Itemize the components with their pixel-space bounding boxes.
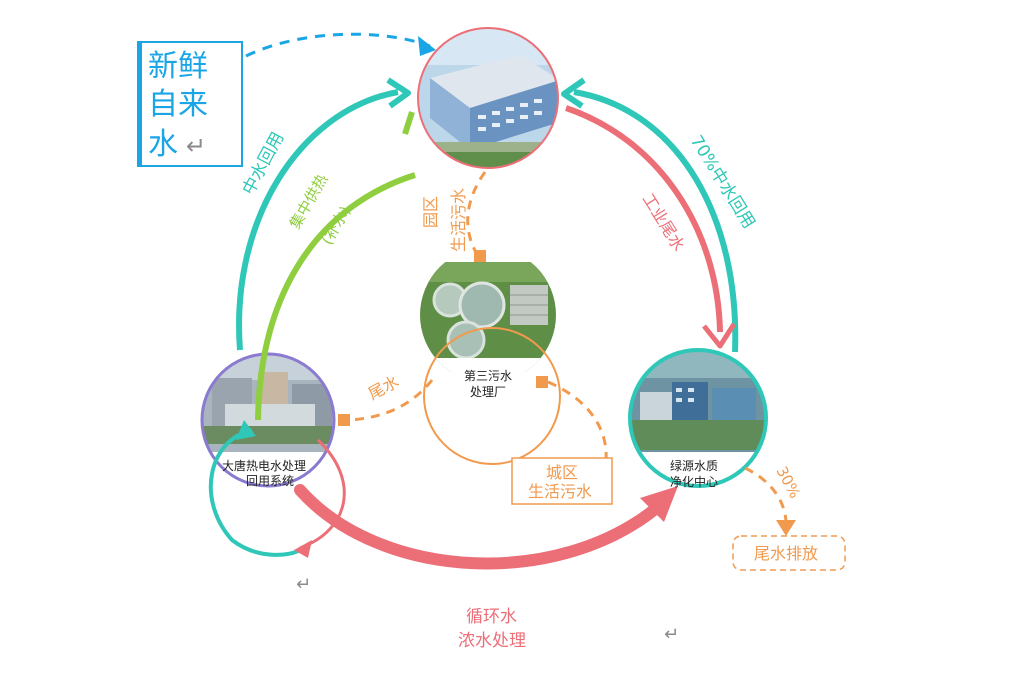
circulation-arrowhead bbox=[640, 486, 678, 522]
return-mark-fresh: ↵ bbox=[186, 132, 206, 160]
heating-supply-label1: 集中供热 bbox=[286, 171, 332, 232]
lvyuan-name-line2: 净化中心 bbox=[670, 474, 718, 489]
reclaimed-reuse-label: 中水回用 bbox=[239, 129, 289, 198]
discharge-label: 尾水排放 bbox=[754, 544, 818, 563]
datang-loop-arrowhead bbox=[236, 420, 256, 440]
fresh-water-line1: 新鲜 bbox=[148, 49, 208, 84]
heating-supply-arc bbox=[255, 172, 416, 421]
plant3-name-line2: 处理厂 bbox=[470, 385, 506, 399]
park-sewage-label2: 生活污水 bbox=[449, 188, 468, 252]
discharge-arrowhead bbox=[776, 520, 796, 536]
park-sewage-arrow bbox=[466, 171, 487, 257]
industrial-tail-arc bbox=[565, 105, 723, 333]
circulation-arc bbox=[294, 484, 666, 570]
purification-center-photo-frame bbox=[628, 348, 768, 488]
fresh-water-arrowhead bbox=[418, 36, 436, 56]
park-sewage-label1: 园区 bbox=[421, 196, 440, 228]
fresh-water-line3: 水 bbox=[148, 127, 178, 162]
plant3-name-line1: 第三污水 bbox=[464, 369, 512, 383]
circulation-label1: 循环水 bbox=[466, 607, 517, 627]
tail-water-end bbox=[338, 414, 350, 426]
return-mark-right: ↵ bbox=[664, 624, 679, 645]
circulation-label2: 浓水处理 bbox=[458, 631, 526, 651]
reclaimed-70-arc bbox=[573, 89, 739, 353]
datang-name-line2: 回用系统 bbox=[246, 474, 294, 488]
tail-water-label: 尾水 bbox=[365, 372, 402, 404]
city-sewage-end bbox=[536, 376, 548, 388]
discharge-box bbox=[732, 535, 846, 571]
datang-loop-red-arrowhead bbox=[294, 540, 312, 558]
wastewater-plant-photo bbox=[420, 262, 556, 378]
power-plant-photo-frame bbox=[200, 352, 336, 488]
city-sewage-label2: 生活污水 bbox=[528, 482, 592, 501]
thirty-percent-label: 30% bbox=[772, 463, 804, 501]
heating-supply-stub bbox=[402, 111, 415, 135]
fresh-water-line2: 自来 bbox=[148, 87, 208, 122]
fresh-water-arrow bbox=[245, 32, 431, 58]
factory-photo-frame bbox=[417, 27, 559, 169]
datang-name-line1: 大唐热电水处理 bbox=[222, 458, 306, 473]
return-mark-left: ↵ bbox=[296, 574, 311, 595]
heating-supply-label2: (补水) bbox=[318, 203, 354, 248]
reclaimed-reuse-arrowhead bbox=[386, 77, 411, 109]
lvyuan-name-line1: 绿源水质 bbox=[670, 458, 718, 473]
city-sewage-arrow bbox=[547, 380, 608, 461]
industrial-tail-arrowhead bbox=[702, 322, 737, 349]
datang-loop-teal bbox=[208, 428, 302, 557]
reclaimed-reuse-arc bbox=[236, 89, 399, 351]
city-sewage-box bbox=[511, 457, 613, 505]
reclaimed-70-arrowhead bbox=[561, 77, 586, 109]
discharge-arrow bbox=[744, 466, 788, 523]
plant3-process-circle bbox=[423, 327, 561, 465]
datang-loop-red bbox=[299, 438, 346, 550]
city-sewage-label1: 城区 bbox=[546, 463, 578, 482]
park-sewage-end bbox=[474, 250, 486, 262]
tail-water-arrow bbox=[349, 379, 434, 422]
fresh-water-box bbox=[137, 41, 243, 167]
